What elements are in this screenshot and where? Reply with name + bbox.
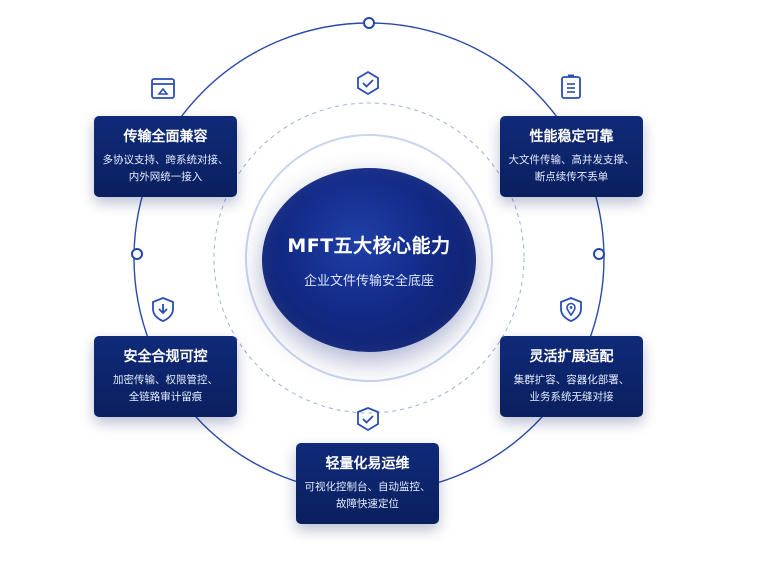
- card-title: 安全合规可控: [123, 349, 208, 365]
- box-check-icon: [355, 406, 381, 432]
- capability-card-ops: 轻量化易运维 可视化控制台、自动监控、 故障快速定位: [296, 443, 439, 524]
- card-desc-line: 故障快速定位: [336, 498, 399, 510]
- clipboard-list-icon: [558, 74, 584, 100]
- card-title: 传输全面兼容: [123, 129, 208, 145]
- ring-dot-right: [593, 248, 605, 260]
- ring-dot-left: [131, 248, 143, 260]
- capability-card-perf: 性能稳定可靠 大文件传输、高并发支撑、 断点续传不丢单: [500, 116, 643, 197]
- shield-download-icon: [150, 296, 176, 322]
- card-desc-line: 断点续传不丢单: [534, 171, 609, 183]
- center-hub: MFT五大核心能力 企业文件传输安全底座: [262, 168, 476, 352]
- capability-card-compat: 传输全面兼容 多协议支持、跨系统对接、 内外网统一接入: [94, 116, 237, 197]
- card-desc-line: 加密传输、权限管控、: [113, 374, 218, 386]
- capability-card-security: 安全合规可控 加密传输、权限管控、 全链路审计留痕: [94, 336, 237, 417]
- card-desc-line: 多协议支持、跨系统对接、: [102, 154, 229, 166]
- inner-dashed-ring: [213, 102, 525, 414]
- hub-subtitle: 企业文件传输安全底座: [303, 274, 434, 289]
- hub-title: MFT五大核心能力: [287, 235, 451, 257]
- card-desc-line: 业务系统无缝对接: [529, 391, 614, 403]
- card-title: 灵活扩展适配: [529, 349, 614, 365]
- ring-dot-top: [363, 17, 375, 29]
- card-desc-line: 集群扩容、容器化部署、: [513, 374, 630, 386]
- hexagon-check-icon: [355, 70, 381, 96]
- card-title: 轻量化易运维: [325, 456, 410, 472]
- card-desc-line: 内外网统一接入: [128, 171, 203, 183]
- capability-card-flex: 灵活扩展适配 集群扩容、容器化部署、 业务系统无缝对接: [500, 336, 643, 417]
- hub-halo-ring: [245, 134, 493, 382]
- card-desc-line: 大文件传输、高并发支撑、: [508, 154, 635, 166]
- browser-upload-icon: [150, 76, 176, 102]
- card-desc-line: 全链路审计留痕: [128, 391, 203, 403]
- card-title: 性能稳定可靠: [529, 129, 614, 145]
- shield-location-icon: [558, 296, 584, 322]
- card-desc-line: 可视化控制台、自动监控、: [304, 481, 431, 493]
